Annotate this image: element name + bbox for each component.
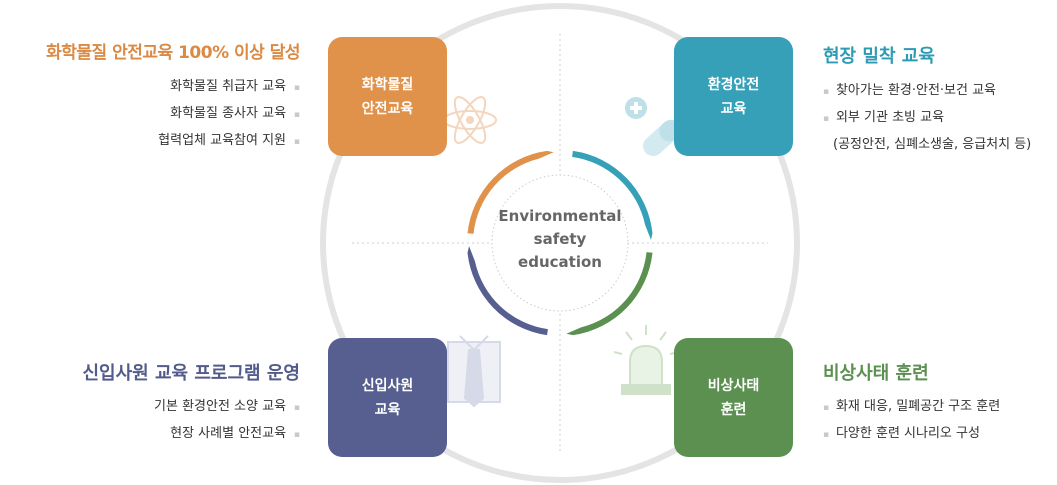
heading-new-employee: 신입사원 교육 프로그램 운영	[82, 363, 300, 384]
list-new-employee: 기본 환경안전 소양 교육 현장 사례별 안전교육	[154, 394, 300, 448]
box-label-line-2: 훈련	[720, 401, 747, 418]
list-chemical-safety: 화학물질 취급자 교육 화학물질 종사자 교육 협력업체 교육참여 지원	[158, 74, 300, 155]
center-line-2: safety	[533, 230, 587, 248]
list-item: 협력업체 교육참여 지원	[158, 128, 300, 155]
box-label-line-1: 신입사원	[361, 377, 414, 394]
list-field-training: 찾아가는 환경·안전·보건 교육 외부 기관 초빙 교육 (공정안전, 심폐소생…	[823, 78, 1031, 159]
arc-green	[566, 252, 653, 336]
box-label-line-2: 교육	[720, 100, 747, 117]
cycle-arrows	[467, 150, 653, 336]
arc-orange	[467, 150, 554, 234]
list-item: 화학물질 취급자 교육	[158, 74, 300, 101]
siren-icon	[613, 325, 679, 395]
list-item: 다양한 훈련 시나리오 구성	[823, 421, 1000, 448]
box-label-line-2: 교육	[374, 401, 401, 418]
list-item: 화재 대응, 밀폐공간 구조 훈련	[823, 394, 1000, 421]
list-item: 외부 기관 초빙 교육	[823, 105, 1031, 132]
heading-emergency-training: 비상사태 훈련	[823, 363, 929, 384]
center-line-1: Environmental	[498, 207, 622, 225]
list-item: 찾아가는 환경·안전·보건 교육	[823, 78, 1031, 105]
box-label-line-1: 비상사태	[707, 377, 760, 394]
list-item: 화학물질 종사자 교육	[158, 101, 300, 128]
list-item-note: (공정안전, 심폐소생술, 응급처치 등)	[833, 137, 1032, 152]
box-label-line-1: 환경안전	[707, 76, 760, 93]
arc-teal	[572, 150, 653, 240]
box-environmental-safety: 환경안전 교육	[674, 37, 793, 156]
list-item-continued: (공정안전, 심폐소생술, 응급처치 등)	[823, 132, 1031, 159]
box-emergency-training: 비상사태 훈련	[674, 338, 793, 457]
inner-dotted-circle	[491, 174, 629, 312]
box-label-line-2: 안전교육	[361, 100, 414, 117]
center-label: Environmental safety education	[474, 205, 646, 274]
list-emergency-training: 화재 대응, 밀폐공간 구조 훈련 다양한 훈련 시나리오 구성	[823, 394, 1000, 448]
list-item: 기본 환경안전 소양 교육	[154, 394, 300, 421]
shirt-tie-icon	[447, 335, 501, 408]
arc-navy	[467, 246, 548, 336]
box-chemical-safety: 화학물질 안전교육	[328, 37, 447, 156]
center-line-3: education	[518, 253, 602, 271]
box-new-employee: 신입사원 교육	[328, 338, 447, 457]
heading-field-training: 현장 밀착 교육	[823, 46, 935, 67]
list-item: 현장 사례별 안전교육	[154, 421, 300, 448]
outer-ring	[320, 3, 800, 483]
atom-icon	[443, 96, 497, 144]
box-label-line-1: 화학물질	[361, 76, 414, 93]
heading-chemical-safety: 화학물질 안전교육 100% 이상 달성	[46, 43, 300, 63]
